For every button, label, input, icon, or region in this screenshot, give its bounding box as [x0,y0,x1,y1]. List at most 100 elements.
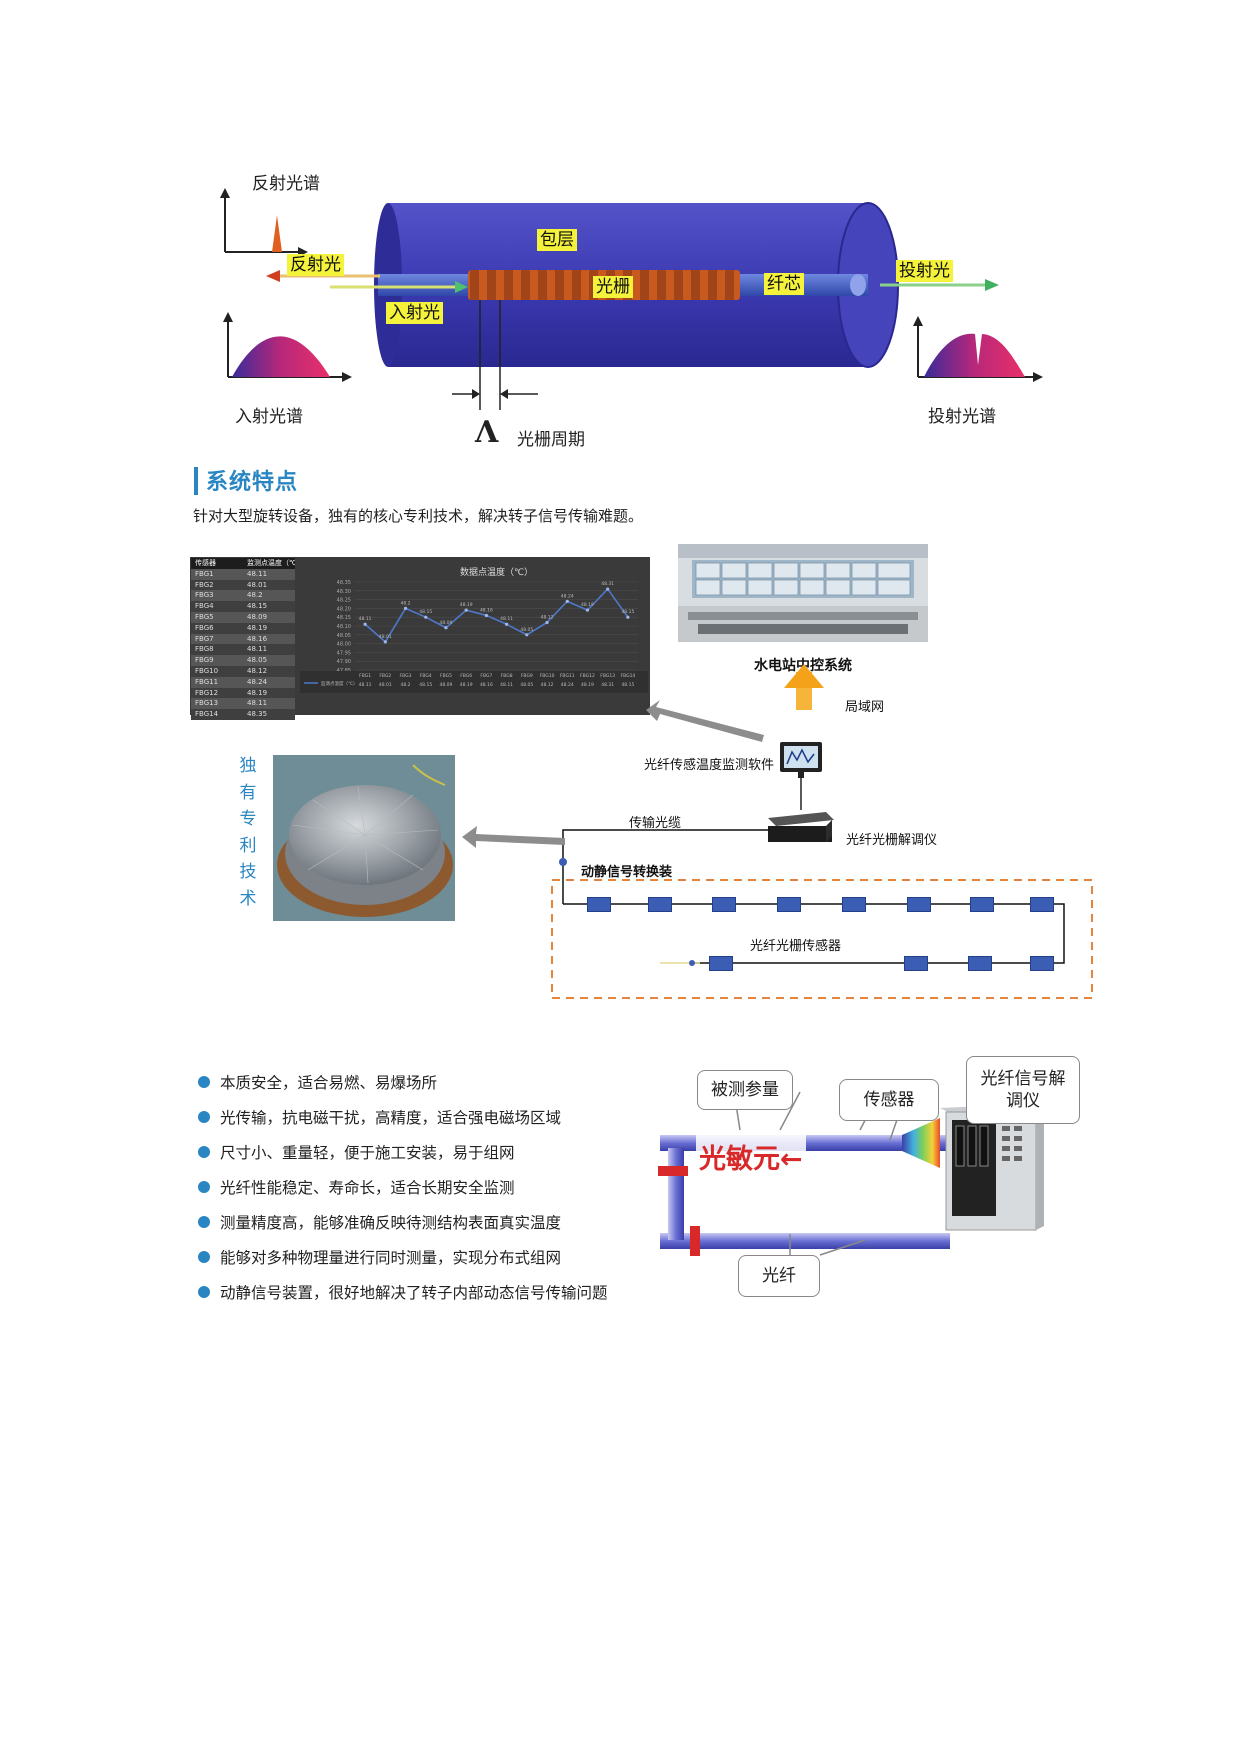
chart-point [363,622,367,626]
sensitive-element-label: 光敏元← [699,1144,803,1175]
patent-char: 术 [239,888,257,909]
reflected-spectrum-label: 反射光谱 [252,174,320,194]
table-cell: 48.24 [247,677,268,686]
fiber-callout: 光纤 [738,1255,820,1297]
chart-y-tick-label: 47.95 [337,650,351,656]
table-cell: 48.35 [247,710,268,719]
transmitted-spectrum-plot [913,316,1043,382]
chart-y-tick-label: 48.15 [337,615,351,621]
table-cell: 48.05 [247,656,268,665]
chart-point [545,620,549,625]
transmitted-light-label: 投射光 [896,260,953,282]
chart-table-value: 48.05 [520,682,533,688]
measurand-callout: 被测参量 [697,1070,793,1110]
grating-period-markers [452,300,538,410]
fbg-sensor-node [970,897,994,912]
feature-list: 本质安全，适合易燃、易爆场所 光传输，抗电磁干扰，高精度，适合强电磁场区域 尺寸… [198,1064,608,1309]
bullet-dot-icon [198,1250,210,1263]
arrow-to-photo [462,826,565,848]
chart-data-label: 48.19 [581,602,594,608]
feature-text: 动静信号装置，很好地解决了转子内部动态信号传输问题 [220,1283,608,1302]
chart-y-tick-label: 48.00 [337,642,351,648]
patent-char: 有 [239,782,257,803]
grating-stripe [504,270,513,300]
chart-table-value: 48.01 [379,682,392,688]
grating-period-label: 光栅周期 [517,430,585,450]
converter-label: 动静信号转换装 [581,865,673,880]
chart-data-label: 48.11 [359,616,372,622]
incident-light-label: 入射光 [386,302,443,324]
table-cell: FBG2 [195,580,214,589]
system-topology [462,664,1093,999]
bullet-dot-icon [198,1075,210,1088]
grating-stripe [725,270,734,300]
incident-spectrum-label: 入射光谱 [235,407,303,427]
list-item: 光纤性能稳定、寿命长，适合长期安全监测 [198,1169,608,1204]
chart-y-tick-label: 47.90 [337,659,351,665]
grating-stripe [708,270,717,300]
chart-x-tick-label: FBG12 [580,673,595,679]
bullet-dot-icon [198,1180,210,1193]
table-row: FBG3 48.2 [191,590,295,602]
reflected-spectrum-plot [220,188,308,257]
control-room-photo [678,544,928,642]
list-item: 测量精度高，能够准确反映待测结构表面真实温度 [198,1204,608,1239]
cladding-label: 包层 [537,229,577,251]
grating-stripe [640,270,649,300]
bullet-dot-icon [198,1110,210,1123]
fbg-sensor-node [712,897,736,912]
fbg-sensor-node [904,956,928,971]
fbg-sensor-node [1030,897,1054,912]
chart-y-tick-label: 48.20 [337,606,351,612]
table-header-row: 传感器 监测点温度（℃） [191,558,295,569]
table-cell: 48.11 [247,569,268,578]
fbg-sensor-node [648,897,672,912]
demodulator-label: 光纤光栅解调仪 [846,833,938,848]
table-cell: 48.11 [247,699,268,708]
feature-text: 本质安全，适合易燃、易爆场所 [220,1073,438,1092]
table-cell: FBG3 [195,591,214,600]
grating-stripe [572,270,581,300]
fbg-sensor-node [968,956,992,971]
table-header-temp: 监测点温度（℃） [247,559,295,567]
chart-bottom-table [300,671,648,693]
chart-point [565,599,569,603]
list-item: 本质安全，适合易燃、易爆场所 [198,1064,608,1099]
table-cell: 48.2 [247,591,263,600]
table-header-sensor: 传感器 [195,559,216,567]
sensor-temperature-table: 传感器 监测点温度（℃） FBG1 48.11 FBG2 48.01 FBG3 48.… [191,558,295,720]
chart-table-value: 48.24 [561,682,574,688]
grating-stripe [691,270,700,300]
chart-data-label: 48.11 [500,616,513,622]
chart-point [464,608,468,612]
demodulator-callout: 光纤信号解调仪 [966,1056,1080,1124]
list-item: 动静信号装置，很好地解决了转子内部动态信号传输问题 [198,1274,608,1309]
fbg-sensor-node [709,956,733,971]
chart-data-label: 48.12 [541,614,554,620]
chart-data-label: 48.24 [561,593,574,599]
feature-text: 尺寸小、重量轻，便于施工安装，易于组网 [220,1143,515,1162]
chart-table-value: 48.15 [621,682,634,688]
chart-point [484,613,488,618]
chart-y-tick-label: 48.25 [337,598,351,604]
table-cell: 48.15 [247,602,268,611]
chart-data-label: 48.15 [419,609,432,615]
rotor-converter-photo [273,755,455,921]
chart-table-value: 48.19 [581,682,594,688]
reflected-light-label: 反射光 [287,254,344,276]
grating-stripe [657,270,666,300]
chart-x-tick-label: FBG14 [620,673,635,679]
patent-char: 技 [239,862,257,882]
table-cell: FBG1 [195,569,214,578]
table-cell: 48.01 [247,580,268,589]
grating-label: 光栅 [593,276,633,298]
section-title: 系统特点 [206,470,299,495]
chart-table-value: 48.31 [601,682,614,688]
table-row: FBG2 48.01 [191,579,295,591]
